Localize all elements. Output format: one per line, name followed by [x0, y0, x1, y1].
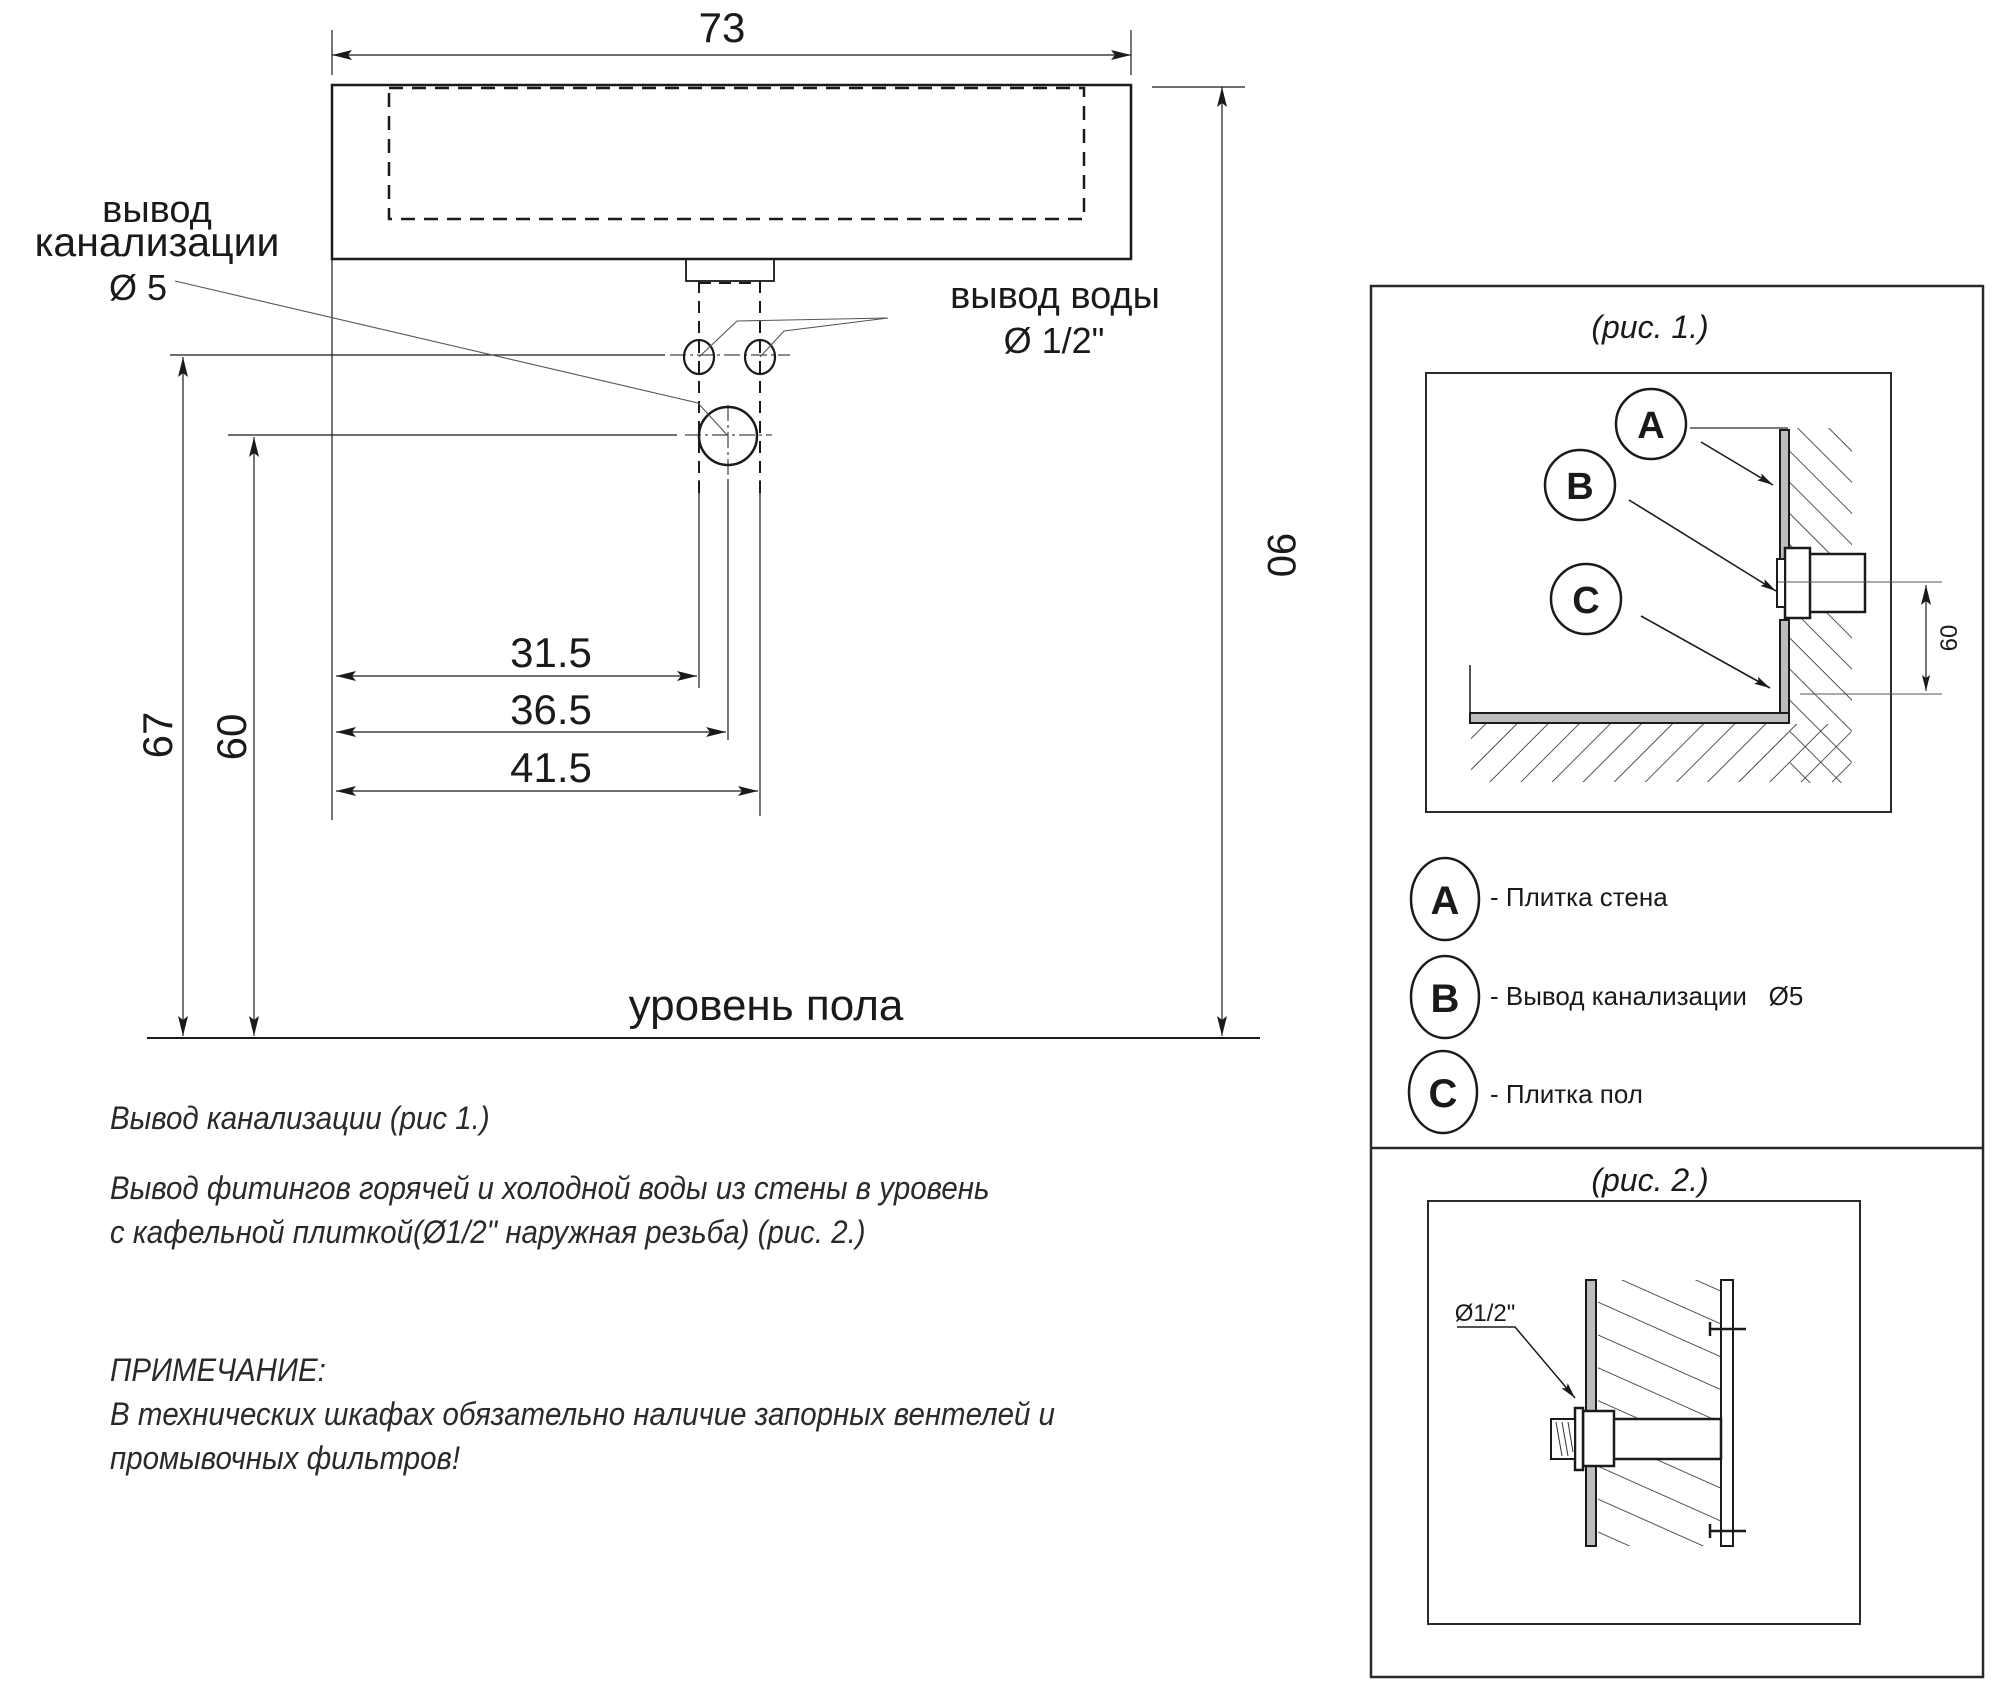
offset-dim-1: 31.5: [510, 629, 592, 676]
marker-a: A: [1637, 405, 1664, 447]
legend-marker-c-circle: [1407, 1049, 1479, 1135]
drain-outlet: [228, 405, 772, 500]
detail-panel-frame: [1369, 284, 1985, 1679]
fitting-flange-2: [1573, 1406, 1585, 1472]
note-drain: Вывод канализации (рис 1.): [110, 1100, 490, 1136]
marker-c-circle: [1549, 562, 1623, 636]
fig1-frame: [1425, 372, 1892, 813]
offset-dim-2: 36.5: [510, 686, 592, 733]
drain-label-line1: вывод: [102, 189, 212, 231]
legend: A - Плитка стена B - Вывод канализации Ø…: [1407, 856, 1803, 1135]
arrow-a: [1700, 441, 1774, 486]
basin-outline: [330, 83, 1133, 261]
width-dim-label: 73: [699, 4, 746, 51]
remark-title: ПРИМЕЧАНИЕ:: [110, 1352, 326, 1388]
drain-height-label: 60: [208, 714, 255, 761]
drain-fitting-flange: [1776, 558, 1786, 608]
thread-leader: [1457, 1326, 1576, 1399]
legend-marker-b: B: [1431, 977, 1460, 1021]
mount-screws: [1708, 1322, 1746, 1538]
legend-text-c: - Плитка пол: [1490, 1079, 1643, 1109]
fig1-dim-label: 60: [1936, 625, 1963, 652]
note-water-line1: Вывод фитингов горячей и холодной воды и…: [110, 1170, 990, 1206]
pipe-2: [1611, 1417, 1723, 1461]
leader-lines: [174, 280, 889, 437]
water-outlet-cold: [682, 338, 716, 376]
drain-circle: [697, 405, 759, 467]
water-outlet-hot: [743, 338, 777, 376]
fig2-caption: (рис. 2.): [1591, 1162, 1708, 1198]
marker-b-circle: [1543, 448, 1617, 522]
width-dimension: 73: [331, 4, 1132, 75]
water-label-size: Ø 1/2": [1004, 320, 1105, 361]
offset-dim-3: 41.5: [510, 744, 592, 791]
remark-line1: В технических шкафах обязательно наличие…: [110, 1396, 1055, 1432]
fitting-body-2: [1581, 1409, 1616, 1468]
marker-a-circle: [1614, 387, 1688, 461]
extension-lines: [331, 259, 761, 820]
floor-hatch: [1471, 724, 1851, 782]
vertical-dimensions: 67 60: [134, 357, 259, 1036]
water-label-line1: вывод воды: [950, 275, 1160, 317]
remark-line2: промывочных фильтров!: [110, 1440, 461, 1476]
detail-panel: [1369, 284, 1985, 1679]
offset-dimensions: 31.5 36.5 41.5: [336, 629, 758, 796]
floor-label: уровень пола: [629, 981, 904, 1030]
water-height-label: 67: [134, 712, 181, 759]
drain-fitting-body: [1807, 552, 1867, 614]
height-dimension: 90: [1152, 86, 1303, 1036]
fig1-caption: (рис. 1.): [1591, 309, 1708, 345]
basin-bowl-hidden: [387, 86, 1086, 221]
legend-marker-b-circle: [1409, 954, 1481, 1040]
fig2-frame: [1427, 1200, 1861, 1625]
water-outlets: [170, 338, 790, 376]
figure-1: (рис. 1.) 60 A B C: [1425, 309, 1963, 813]
mount-plate: [1720, 1279, 1734, 1547]
legend-marker-a: A: [1431, 879, 1460, 923]
basin-front-view: [330, 83, 1133, 500]
legend-marker-c: C: [1429, 1072, 1458, 1116]
drain-fitting-collar: [1783, 546, 1812, 620]
arrow-c: [1640, 615, 1771, 689]
legend-text-b: - Вывод канализации Ø5: [1490, 981, 1803, 1011]
drain-label-size: Ø 5: [109, 267, 167, 308]
thread-label: Ø1/2": [1455, 1300, 1516, 1327]
legend-text-a: - Плитка стена: [1490, 882, 1668, 912]
arrow-b: [1628, 499, 1777, 592]
marker-b: B: [1566, 466, 1593, 508]
figure-2: (рис. 2.) Ø1/2": [1427, 1162, 1861, 1625]
wall-tile-lower: [1779, 619, 1790, 724]
height-dim-label: 90: [1259, 533, 1303, 578]
legend-marker-a-circle: [1409, 856, 1481, 942]
drain-stub: [685, 258, 775, 282]
marker-c: C: [1572, 580, 1599, 622]
wall-hatch-2: [1598, 1280, 1720, 1546]
drain-label-line2: канализации: [35, 219, 280, 265]
note-water-line2: с кафельной плиткой(Ø1/2" наружная резьб…: [110, 1214, 866, 1250]
floor-tile: [1469, 712, 1790, 724]
